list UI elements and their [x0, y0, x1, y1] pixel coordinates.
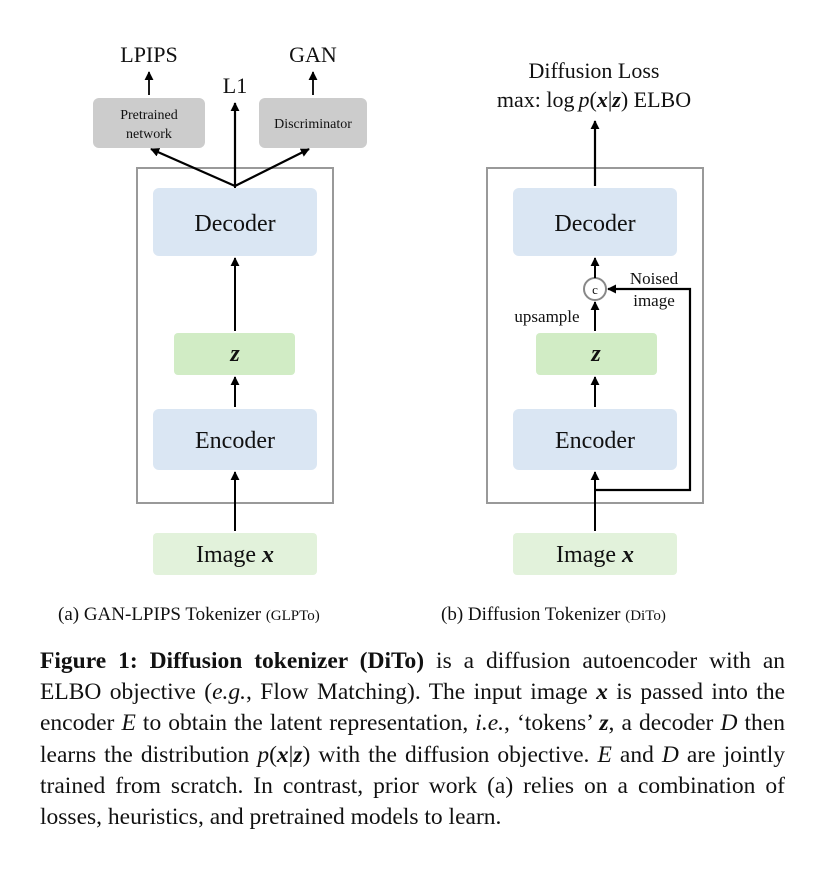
subcaption-a-text: (a) GAN-LPIPS Tokenizer	[58, 604, 266, 625]
subcaption-a: (a) GAN-LPIPS Tokenizer (GLPTo)	[58, 604, 320, 626]
pretrained-network-box	[93, 98, 205, 148]
formula-open: (	[590, 87, 597, 112]
discriminator-label: Discriminator	[274, 117, 352, 132]
diagram-a: Decoder z Encoder Image x Pretrained net…	[93, 42, 367, 575]
decoder-box-b	[513, 188, 677, 256]
decoder-label-a: Decoder	[194, 211, 275, 237]
figure-caption: Figure 1: Diffusion tokenizer (DiTo) is …	[40, 646, 785, 833]
caption-s9: and	[611, 741, 662, 768]
diagram-b: Decoder z Encoder Image x Diffusion Loss…	[486, 58, 704, 575]
caption-z1: z	[599, 710, 609, 737]
gan-label: GAN	[289, 42, 337, 67]
formula-log: log	[546, 87, 574, 112]
caption-s10: are jointly trained from scratch. In con…	[40, 741, 785, 831]
formula-suffix: ELBO	[628, 87, 691, 112]
caption-s2: , Flow Matching). The input image	[246, 679, 597, 706]
latent-label-a: z	[229, 341, 240, 367]
arrow-to-discriminator	[234, 148, 310, 187]
pretrained-network-line2: network	[126, 127, 172, 142]
input-text-a: Image	[196, 542, 262, 568]
encoder-box-a	[153, 409, 317, 470]
caption-s7c: |	[288, 741, 294, 768]
caption-D2: D	[661, 741, 679, 768]
caption-s6: , a decoder	[608, 710, 721, 737]
subcaption-b-abbr: (DiTo)	[625, 608, 666, 624]
formula-p: p	[577, 87, 590, 112]
concat-symbol: c	[592, 282, 598, 297]
encoder-label-b: Encoder	[555, 428, 635, 454]
latent-label-b: z	[590, 341, 601, 367]
formula-z: z	[611, 87, 621, 112]
formula-x: x	[596, 87, 608, 112]
caption-x1: x	[596, 679, 608, 706]
diffusion-loss-title: Diffusion Loss	[529, 58, 660, 83]
latent-box-b	[536, 333, 657, 375]
noised-image-line2: image	[633, 291, 675, 310]
subcaption-b-text: (b) Diffusion Tokenizer	[441, 604, 626, 625]
caption-s7b: (	[269, 741, 277, 768]
caption-s1: is a diffusion autoencoder with an ELBO …	[40, 648, 785, 706]
l1-label: L1	[223, 73, 247, 98]
input-var-a: x	[261, 542, 274, 568]
caption-eg: e.g.	[212, 679, 247, 706]
caption-s8: with the diffusion objective.	[310, 741, 598, 768]
encoder-box-b	[513, 409, 677, 470]
caption-p: p	[257, 741, 270, 768]
caption-ie: i.e.	[475, 710, 505, 737]
arrow-to-pretrained	[150, 147, 236, 188]
formula-bar: |	[608, 87, 612, 112]
latent-box-a	[174, 333, 295, 375]
caption-lead: Figure 1: Diffusion tokenizer (DiTo)	[40, 648, 425, 674]
caption-s3: is passed into the encoder	[40, 679, 785, 737]
input-var-b: x	[621, 542, 634, 568]
pretrained-network-line1: Pretrained	[120, 108, 178, 123]
noised-image-path	[595, 284, 692, 492]
caption-s7: then learns the distribution	[40, 710, 785, 768]
diagram-canvas: Decoder z Encoder Image x Pretrained net…	[93, 42, 704, 575]
input-label-b: Image x	[556, 542, 634, 568]
decoder-label-b: Decoder	[554, 211, 635, 237]
input-box-b	[513, 533, 677, 575]
encoder-label-a: Encoder	[195, 428, 275, 454]
discriminator-box	[259, 98, 367, 148]
input-box-a	[153, 533, 317, 575]
input-label-a: Image x	[196, 542, 274, 568]
caption-D1: D	[720, 710, 738, 737]
caption-x2: x	[276, 741, 289, 768]
caption-z2: z	[293, 741, 303, 768]
formula-prefix: max:	[497, 87, 547, 112]
decoder-box-a	[153, 188, 317, 256]
subcaption-b: (b) Diffusion Tokenizer (DiTo)	[441, 604, 666, 626]
caption-E2: E	[597, 741, 612, 768]
caption-E1: E	[121, 710, 136, 737]
formula-close: )	[621, 87, 628, 112]
caption-s4: to obtain the latent representation,	[135, 710, 476, 737]
subcaption-a-abbr: (GLPTo)	[265, 608, 320, 624]
caption-s7d: )	[302, 741, 311, 768]
input-text-b: Image	[556, 542, 622, 568]
upsample-label: upsample	[514, 307, 579, 326]
noised-image-line1: Noised	[630, 269, 679, 288]
caption-s5: , ‘tokens’	[504, 710, 600, 737]
lpips-label: LPIPS	[120, 42, 177, 67]
